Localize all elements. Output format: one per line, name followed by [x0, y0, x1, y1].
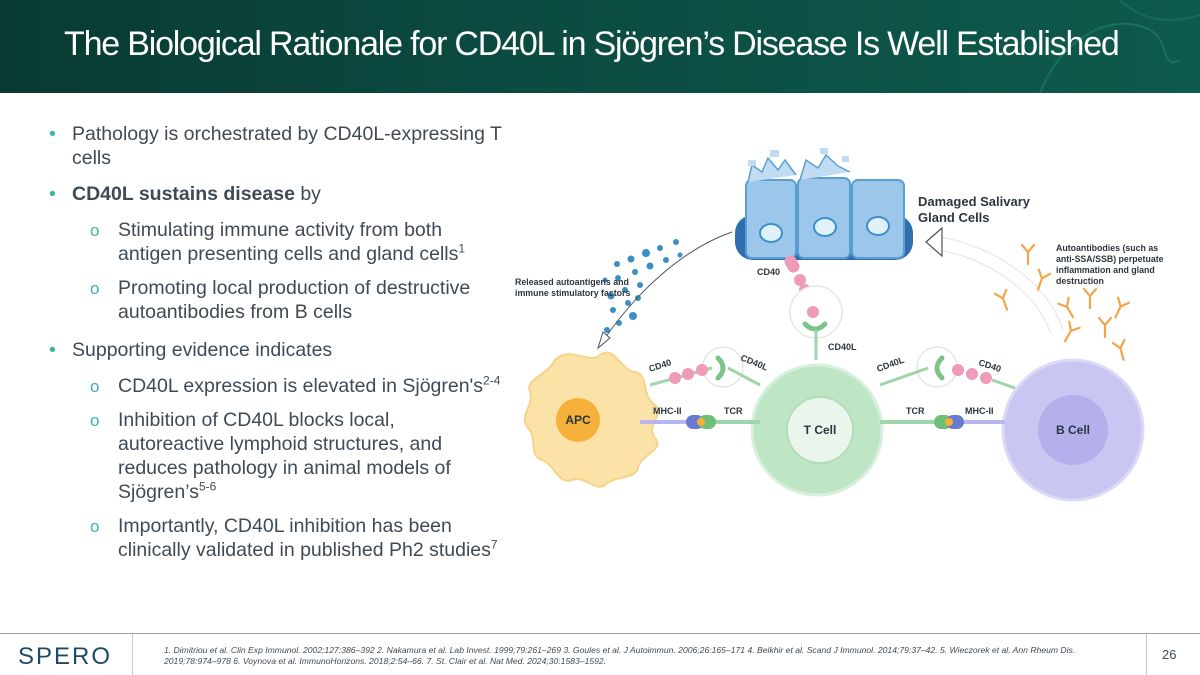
page-title: The Biological Rationale for CD40L in Sj… — [64, 25, 1120, 63]
bullet-bold-text: CD40L sustains disease — [72, 183, 295, 205]
autoantibody-label: destruction — [1056, 276, 1104, 286]
cd40l-mechanism-diagram: Damaged Salivary Gland Cells Released au… — [515, 148, 1164, 502]
cd40l-label: CD40L — [828, 342, 857, 352]
mhc-label: MHC-II — [653, 406, 682, 416]
citation-superscript: 7 — [490, 537, 498, 552]
title-bar: The Biological Rationale for CD40L in Sj… — [0, 0, 1200, 93]
bullet-marker: • — [49, 183, 56, 205]
sub-bullet-marker: o — [90, 279, 100, 298]
bullet-list: • Pathology is orchestrated by CD40L-exp… — [44, 122, 504, 572]
footer-separator — [132, 634, 133, 675]
references: 1. Dimitriou et al. Clin Exp Immunol. 20… — [164, 645, 1076, 666]
citation-superscript: 2-4 — [483, 373, 501, 388]
released-label: Released autoantigens and — [515, 277, 629, 287]
bullet-item: • Supporting evidence indicates — [44, 338, 504, 362]
bullet-text: Supporting evidence indicates — [72, 339, 333, 361]
bullet-marker: • — [49, 339, 56, 361]
apc-nucleus — [556, 398, 600, 442]
left-curved-arrow — [604, 231, 733, 339]
bullet-item: • CD40L sustains disease by — [44, 182, 504, 206]
tcr-label: TCR — [906, 406, 925, 416]
autoantibody-label: anti-SSA/SSB) perpetuate — [1056, 254, 1164, 264]
gland-label: Damaged Salivary — [918, 194, 1031, 209]
cd40l-label: CD40L — [875, 355, 906, 374]
sub-bullet-text: Inhibition of CD40L blocks local, autore… — [118, 409, 451, 503]
sub-bullet-marker: o — [90, 377, 100, 396]
sub-bullet-marker: o — [90, 517, 100, 536]
t-cell-label: T Cell — [804, 423, 837, 437]
cd40-label: CD40 — [977, 357, 1002, 374]
sub-bullet-marker: o — [90, 411, 100, 430]
apc-label: APC — [565, 413, 591, 427]
sub-bullet-text: CD40L expression is elevated in Sjögren'… — [118, 375, 484, 397]
sub-bullet-item: o Promoting local production of destruct… — [44, 276, 504, 324]
bullet-text: Pathology is orchestrated by CD40L-expre… — [72, 123, 502, 169]
tcr-label: TCR — [724, 406, 743, 416]
bullet-marker: • — [49, 123, 56, 145]
released-label: immune stimulatory factors — [515, 288, 630, 298]
citation-superscript: 5-6 — [198, 479, 217, 494]
footer-separator — [1146, 634, 1147, 675]
sub-bullet-text: Stimulating immune activity from both an… — [118, 219, 459, 265]
salivary-gland-cells — [735, 148, 913, 260]
sub-bullet-item: o Inhibition of CD40L blocks local, auto… — [44, 408, 504, 504]
autoantibody-label: inflammation and gland — [1056, 265, 1155, 275]
sub-bullet-text: Promoting local production of destructiv… — [118, 277, 471, 323]
cd40-label: CD40 — [757, 267, 780, 277]
sub-bullet-marker: o — [90, 221, 100, 240]
page-number: 26 — [1162, 647, 1177, 662]
antibody-icons — [993, 243, 1131, 361]
citation-superscript: 1 — [458, 241, 466, 256]
autoantibody-label: Autoantibodies (such as — [1056, 243, 1158, 253]
bullet-item: • Pathology is orchestrated by CD40L-exp… — [44, 122, 504, 170]
header-decoration — [1039, 0, 1200, 93]
sub-bullet-item: o Stimulating immune activity from both … — [44, 218, 504, 266]
spero-logo: SPERO — [18, 643, 113, 670]
footer-divider — [0, 633, 1200, 634]
cd40-label: CD40 — [648, 357, 673, 374]
gland-label: Gland Cells — [918, 210, 990, 225]
sub-bullet-item: o Importantly, CD40L inhibition has been… — [44, 514, 504, 562]
cd40l-label: CD40L — [739, 353, 770, 373]
sub-bullet-item: o CD40L expression is elevated in Sjögre… — [44, 374, 504, 398]
sub-bullet-text: Importantly, CD40L inhibition has been c… — [118, 515, 491, 561]
b-cell-label: B Cell — [1056, 423, 1090, 437]
bullet-text: by — [294, 183, 321, 205]
mhc-label: MHC-II — [965, 406, 994, 416]
released-autoantigens-dots — [602, 239, 683, 333]
